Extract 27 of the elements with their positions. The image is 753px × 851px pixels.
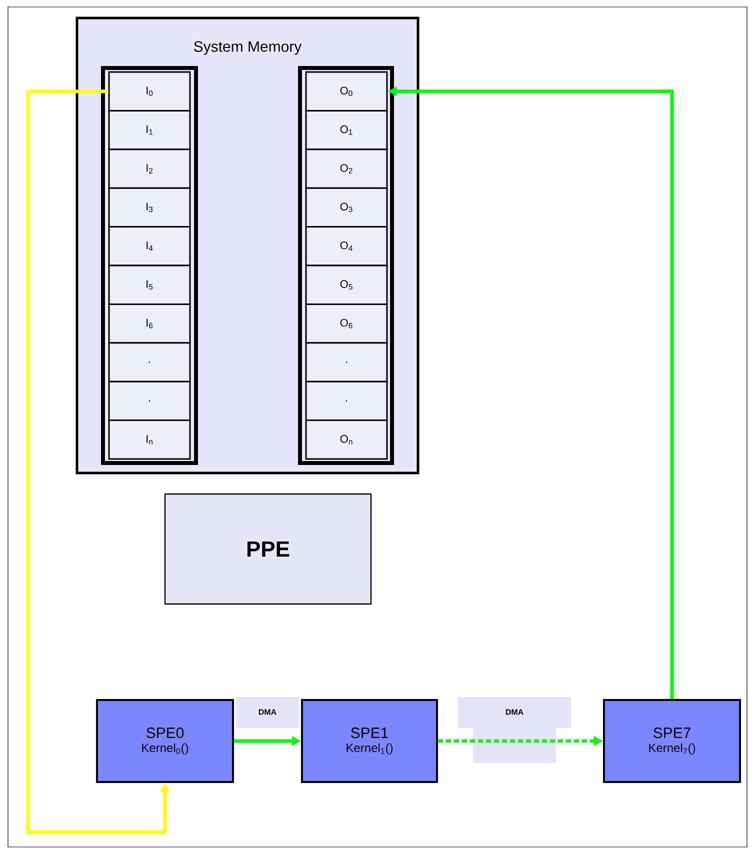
processor-box: SPE0 Kernel$_{0}$() bbox=[96, 699, 234, 783]
dma-label-box: DMA bbox=[458, 697, 571, 728]
memory-cell: O$_{0}$ bbox=[305, 71, 388, 112]
memory-cell: . bbox=[305, 380, 388, 422]
memory-cell: I$_{5}$ bbox=[108, 264, 191, 305]
memory-cell: O$_{5}$ bbox=[305, 264, 388, 305]
memory-cell: . bbox=[108, 342, 191, 382]
memory-cell: I$_{6}$ bbox=[108, 303, 191, 344]
processor-box: SPE1 Kernel$_{1}$() bbox=[301, 699, 438, 783]
memory-cell: I$_{0}$ bbox=[108, 71, 191, 112]
memory-cell: O$_{6}$ bbox=[305, 303, 388, 344]
memory-cell: O$_{3}$ bbox=[305, 187, 388, 228]
memory-cell: I$_{1}$ bbox=[108, 110, 191, 150]
node-label: DMA bbox=[506, 709, 524, 715]
processor-box: PPE bbox=[164, 493, 372, 605]
dma-label-box: DMA bbox=[236, 697, 299, 728]
memory-cell: O$_{1}$ bbox=[305, 110, 388, 150]
memory-cell: O$_{2}$ bbox=[305, 148, 388, 189]
memory-cell: I$_{4}$ bbox=[108, 226, 191, 266]
memory-cell: I$_{3}$ bbox=[108, 187, 191, 228]
memory-cell: I$_{n}$ bbox=[108, 420, 191, 460]
memory-cell: I$_{2}$ bbox=[108, 148, 191, 189]
memory-cell: O$_{n}$ bbox=[305, 420, 388, 460]
memory-cell: . bbox=[108, 380, 191, 422]
memory-cell: O$_{4}$ bbox=[305, 226, 388, 266]
memory-cell: . bbox=[305, 342, 388, 382]
processor-box: SPE7 Kernel$_{7}$() bbox=[603, 699, 741, 783]
